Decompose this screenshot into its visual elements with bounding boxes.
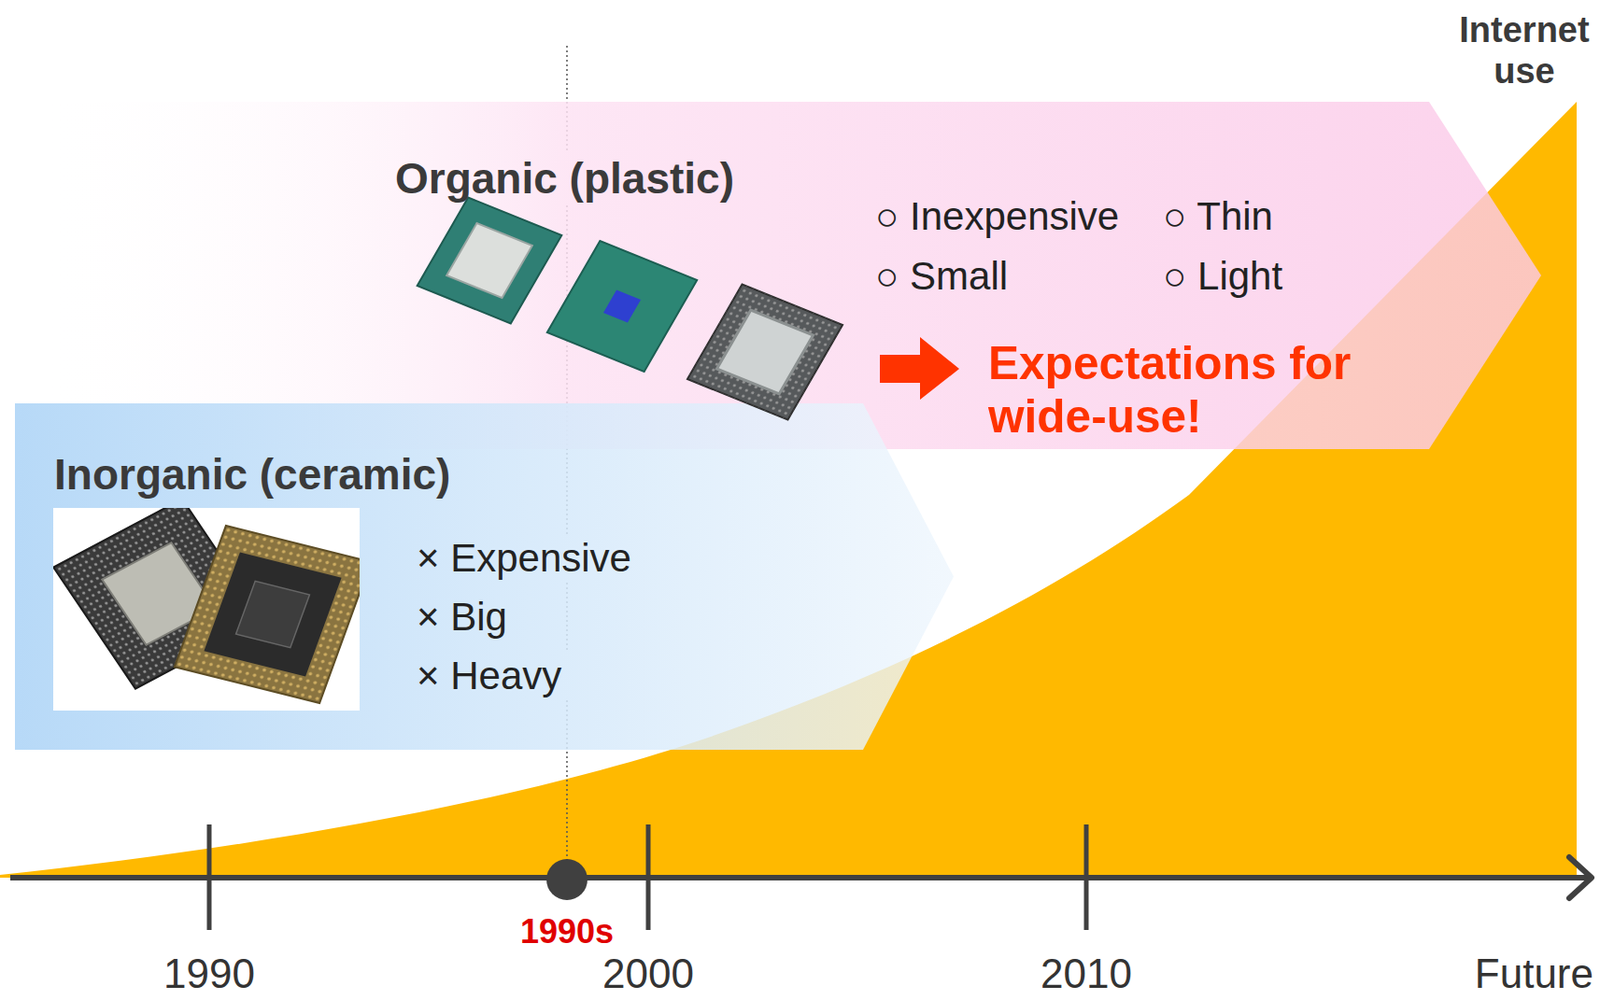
internet-use-area bbox=[0, 101, 1577, 878]
chip-photo bbox=[687, 284, 843, 421]
chip-pins bbox=[174, 525, 360, 704]
band-outline bbox=[14, 403, 954, 751]
chip-die bbox=[236, 580, 311, 648]
expectation-note: Expectations for wide-use! bbox=[988, 337, 1428, 444]
axis-tick bbox=[1084, 824, 1090, 931]
demerit-item: × Expensive bbox=[416, 536, 632, 581]
ceramic-chip-photo bbox=[53, 508, 360, 711]
chip-die bbox=[603, 290, 641, 324]
merit-item: ○ Small bbox=[875, 254, 1008, 299]
axis-tick bbox=[646, 824, 652, 931]
axis-year: 2010 bbox=[1040, 950, 1133, 999]
chip-photo bbox=[417, 198, 563, 325]
merit-item: ○ Light bbox=[1162, 254, 1283, 299]
chip-lid bbox=[446, 223, 533, 298]
chip-photo bbox=[547, 240, 697, 372]
axis-tick bbox=[207, 824, 213, 931]
chip-substrate bbox=[174, 525, 360, 704]
axis-year: 2000 bbox=[602, 950, 694, 999]
time-marker-dot bbox=[546, 859, 588, 901]
chip-substrate bbox=[547, 240, 697, 372]
chip-photo bbox=[174, 525, 360, 704]
series-label: Internet use bbox=[1449, 10, 1600, 92]
merit-item: ○ Inexpensive bbox=[875, 194, 1119, 240]
chip-substrate bbox=[687, 284, 843, 421]
demerit-item: × Big bbox=[416, 594, 508, 640]
chip-lid bbox=[716, 310, 813, 395]
band-outline bbox=[41, 101, 1542, 450]
band-heading: Organic (plastic) bbox=[395, 154, 735, 204]
red-arrow-symbol bbox=[879, 337, 960, 400]
axis-year: Future bbox=[1474, 950, 1594, 999]
axis-arrowhead bbox=[1569, 857, 1592, 899]
demerit-item: × Heavy bbox=[416, 653, 562, 699]
band-heading: Inorganic (ceramic) bbox=[54, 450, 451, 500]
marker-label: 1990s bbox=[520, 912, 614, 951]
merit-item: ○ Thin bbox=[1162, 194, 1274, 240]
time-axis bbox=[10, 875, 1588, 881]
chip-pins bbox=[687, 284, 843, 421]
chip-substrate bbox=[417, 198, 563, 325]
chip-body bbox=[203, 552, 341, 678]
axis-year: 1990 bbox=[163, 950, 255, 999]
